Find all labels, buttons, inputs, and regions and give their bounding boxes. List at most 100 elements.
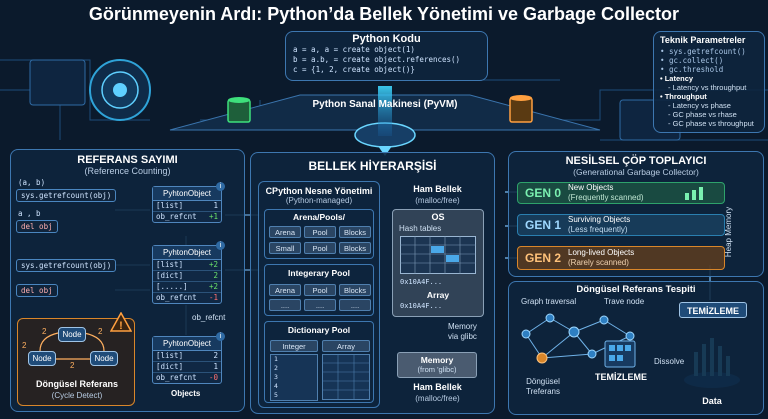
page-title: Görünmeyenin Ardı: Python’da Bellek Yöne… [0,4,768,25]
cycle-ref-label: Döngüsel Treferans [518,377,568,397]
arena-cell: Blocks [339,242,371,254]
pool-cell: Pool [304,284,336,296]
pool-cell: .... [339,299,371,311]
object-row: ob_refcnt+1 [153,212,221,222]
gen-sub: (Frequently scanned) [568,193,644,203]
cleanup2-label: TEMİZLEME [592,372,650,382]
cycle-node: Node [28,351,56,366]
cycle-subtitle: (Cycle Detect) [18,391,136,400]
warning-glyph: ! [119,320,123,332]
dict-row: 5 [274,391,317,400]
edge-label: 2 [98,327,102,336]
gen-label: GEN 2 [518,251,568,265]
dict-row: 3 [274,373,317,382]
cpython-header: CPython Nesne Yönetimi [259,186,379,196]
technical-params-header: Teknik Parametreler [660,35,758,45]
os-header: OS [393,212,483,222]
python-object: PyhtonObject [list]1 ob_refcnt+1 [152,186,222,223]
param-item: • gc.collect() [660,56,758,65]
throughput-item: - GC phase vs throughput [660,119,758,128]
memory-box: Memory (from 'glibc) [397,352,477,378]
info-icon: i [216,332,225,341]
gen0-bars [683,186,711,200]
cleanup-label: TEMİZLEME [680,303,746,319]
info-icon: i [216,182,225,191]
throughput-item: - Latency vs phase [660,101,758,110]
os-address: 0x10A4F... [400,302,442,310]
memory-header: BELLEK HİYERARŞİSİ [251,159,494,173]
object-row: [list]2 [153,351,221,362]
code-snippet: a , b [18,209,41,218]
arena-cell: Small [269,242,301,254]
pool-cell: Blocks [339,284,371,296]
cycle-node: Node [90,351,118,366]
hash-table-grid [400,236,476,274]
generational-header: NESİLSEL ÇÖP TOPLAYICI [509,155,763,167]
python-code-panel: Python Kodu a = a, a = create object(1) … [285,31,488,81]
warning-icon: ! [110,312,132,332]
latency-item: - Latency vs throughput [660,83,758,92]
edge-label: 2 [42,327,46,336]
dict-pool-header: Dictionary Pool [265,325,373,335]
latency-header: • Latency [660,74,758,83]
dict-col-header: Integer [270,340,318,352]
pool-cell: .... [304,299,336,311]
cleanup-grid-icon [604,340,636,368]
objects-label: Objects [171,389,200,398]
edge-label: 2 [22,341,26,350]
code-snippet: del obj [16,220,58,233]
code-snippet: del obj [16,284,58,297]
edge-label: 2 [70,361,74,370]
throughput-header: • Throughput [660,92,758,101]
code-snippet: (a, b) [18,178,45,187]
dict-index-column: 1 2 3 4 5 [270,354,318,401]
heap-memory-label: Heap Memory [724,202,733,262]
pool-cell: .... [269,299,301,311]
arena-header: Arena/Pools/ [265,212,373,222]
code-line: a = a, a = create object(1) [293,45,487,55]
arena-cell: Arena [269,226,301,238]
data-label: Data [690,396,734,406]
cycle-ref-line: Treferans [518,387,568,397]
os-address: 0x10A4F... [400,278,442,286]
trave-node-label: Trave node [604,297,644,306]
arena-cell: Pool [304,242,336,254]
raw-memory-header: Ham Bellek [385,382,490,392]
object-row: ob_refcnt-1 [153,293,221,303]
dissolve-label: Dissolve [654,357,684,366]
object-row: [dict]1 [153,362,221,373]
python-object: PyhtonObject [list]+2 [dict]2 [.....]+2 … [152,245,222,304]
dict-row: 2 [274,364,317,373]
arena-cell: Pool [304,226,336,238]
refcount-header: REFERANS SAYIMI [11,154,244,166]
cycle-title: Döngüsel Referans [18,379,136,389]
gen1-row: GEN 1 Surviving Objects(Less frequently) [517,214,725,236]
info-icon: i [216,241,225,250]
gen-title: New Objects [568,183,644,193]
cycle-detect-header: Döngüsel Referans Tespiti [509,284,763,295]
throughput-item: - GC phase vs rhase [660,110,758,119]
object-row: [list]+2 [153,260,221,271]
object-row: ob_refcnt-0 [153,373,221,383]
code-line: b = a.b, = create object.references() [293,55,487,65]
dict-row: 4 [274,382,317,391]
python-code-header: Python Kodu [286,33,487,45]
gen-title: Long-lived Objects [568,248,634,258]
code-line: c = {1, 2, create object()} [293,65,487,75]
pool-cell: Arena [269,284,301,296]
gen-title: Surviving Objects [568,215,630,225]
integer-pool-header: Integerary Pool [265,268,373,278]
raw-memory-subheader: (malloc/free) [385,394,490,403]
memory-box-label: Memory [398,355,476,365]
memory-via-label: Memory via glibc [448,322,477,342]
gen-sub: (Less frequently) [568,225,630,235]
refcount-subheader: (Reference Counting) [11,166,244,176]
code-snippet: sys.getrefcount(obj) [16,189,116,202]
param-item: • sys.getrefcount() [660,47,758,56]
dict-col-header: Array [322,340,370,352]
python-object: PyhtonObject [list]2 [dict]1 ob_refcnt-0 [152,336,222,384]
cpython-subheader: (Python-managed) [259,196,379,205]
hash-tables-label: Hash tables [393,224,483,233]
gen-sub: (Rarely scanned) [568,258,634,268]
gen2-row: GEN 2 Long-lived Objects(Rarely scanned) [517,246,725,270]
